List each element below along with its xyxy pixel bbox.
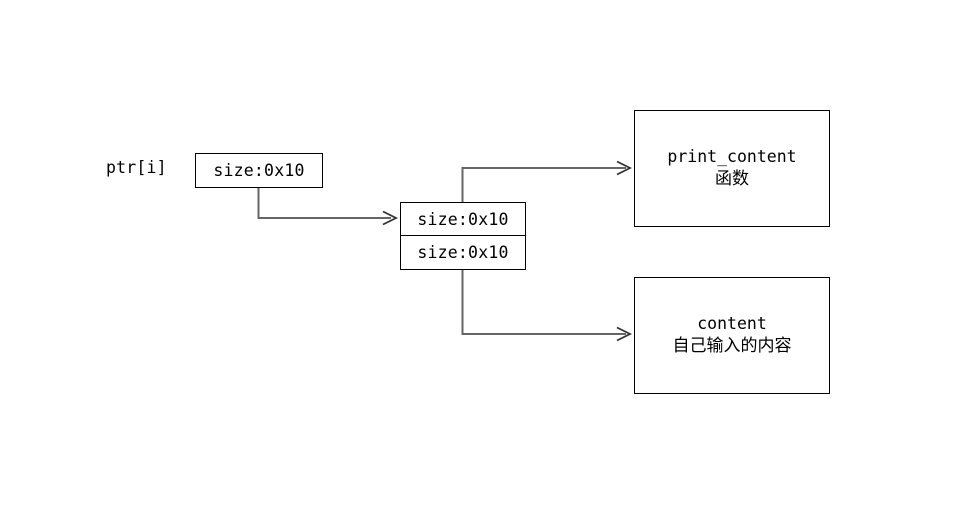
print-content-label-cjk: 函数 — [715, 168, 749, 189]
ptr-chunk-box: size:0x10 — [195, 153, 323, 188]
print-content-name: print_content — [667, 147, 797, 167]
struct-chunk-box: size:0x10 size:0x10 — [400, 202, 526, 270]
edge-ptr-to-struct — [257, 188, 399, 226]
print-content-function-box: print_content 函数 — [634, 110, 830, 227]
content-data-box: content 自己输入的内容 — [634, 277, 830, 394]
edge-struct-to-data — [461, 270, 633, 342]
struct-row-bottom: size:0x10 — [417, 243, 509, 262]
ptr-index-label: ptr[i] — [106, 158, 167, 177]
edge-struct-to-func — [461, 160, 633, 202]
ptr-chunk-size-cell: size:0x10 — [213, 161, 305, 180]
content-label-cjk: 自己输入的内容 — [672, 335, 792, 356]
struct-row-top: size:0x10 — [401, 203, 525, 236]
content-name: content — [697, 314, 767, 334]
